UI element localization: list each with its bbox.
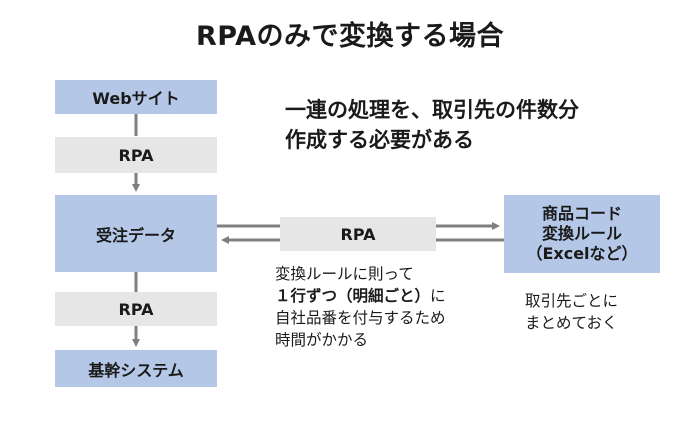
rpa-note-line-2-rest: に [430,287,446,305]
conversion-line-1: 商品コード [541,204,622,223]
page-title: RPAのみで変換する場合 [196,21,504,52]
conversion-line-2: 変換ルール [541,224,622,243]
order-data-box: 受注データ [55,195,217,272]
core-system-box: 基幹システム [55,350,217,387]
conversion-note: 取引先ごとに まとめておく [525,290,618,334]
conversion-rule-box: 商品コード 変換ルール （Excelなど） [504,195,660,273]
headline-line-2: 作成する必要がある [285,128,474,152]
rpa-box-middle: RPA [280,217,436,251]
headline: 一連の処理を、取引先の件数分 作成する必要がある [285,95,579,155]
headline-line-1: 一連の処理を、取引先の件数分 [285,98,579,122]
rpa-note-line-1: 変換ルールに則って [275,265,414,283]
conversion-note-line-2: まとめておく [525,314,618,332]
rpa-box-top: RPA [55,137,217,173]
conversion-line-3: （Excelなど） [526,244,638,263]
rpa-note-line-2-bold: １行ずつ（明細ごと） [275,287,431,305]
website-box: Webサイト [55,80,217,114]
rpa-note: 変換ルールに則って １行ずつ（明細ごと）に 自社品番を付与するため 時間がかかる [275,263,446,351]
rpa-note-line-2: １行ずつ（明細ごと）に [275,285,446,307]
conversion-note-line-1: 取引先ごとに [525,292,619,310]
rpa-note-line-4: 時間がかかる [275,331,369,349]
rpa-note-line-3: 自社品番を付与するため [275,309,446,327]
rpa-box-bottom: RPA [55,292,217,326]
